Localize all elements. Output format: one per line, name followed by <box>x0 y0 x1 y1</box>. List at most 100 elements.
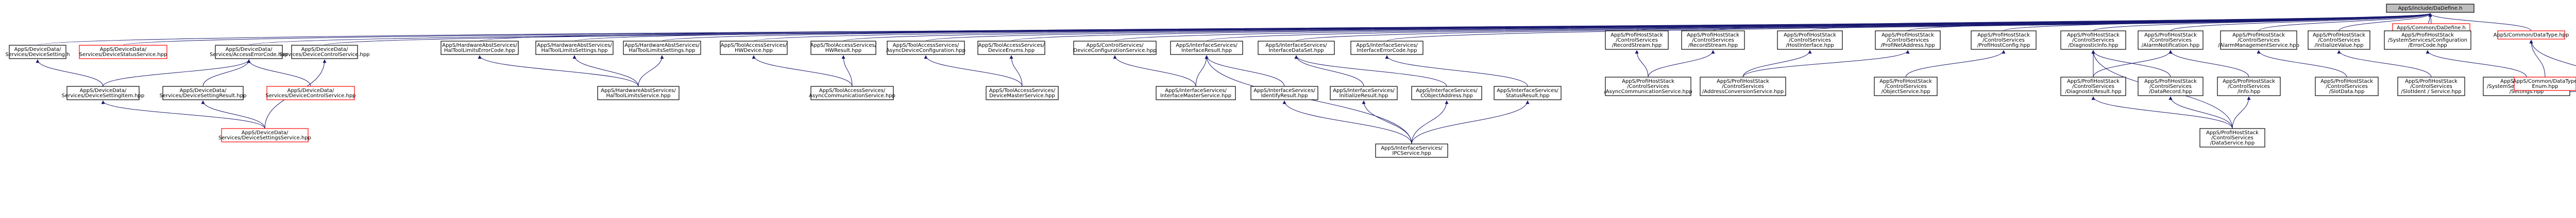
file-node[interactable]: AppS/ProfiHostStack/ControlServices/Slot… <box>2315 77 2379 96</box>
include-edge-group <box>2338 13 2432 31</box>
file-node-label: InterfaceErrorCode.hpp <box>1357 48 1417 53</box>
file-node[interactable]: AppS/InterfaceServices/IdentifyResult.hp… <box>1250 86 1318 100</box>
file-node-label: InterfaceDataSet.hpp <box>1268 48 1324 53</box>
file-node[interactable]: AppS/ProfiHostStack/ControlServices/Data… <box>2199 128 2265 148</box>
include-edge-group <box>2168 96 2233 129</box>
file-node[interactable]: AppS/ProfiHostStack/ControlServices/Obje… <box>1874 77 1938 96</box>
file-node[interactable]: AppS/ProfiHostStack/ControlServices/Asyn… <box>1604 77 1692 96</box>
file-node-box <box>2497 30 2565 40</box>
root-file-node: AppS/include/DaDefine.h <box>2386 4 2475 13</box>
file-node[interactable]: AppS/InterfaceServices/InitializeResult.… <box>1330 86 1398 100</box>
file-node-label: AppS/ProfiHostStack <box>2144 79 2197 84</box>
nodes-layer: AppS/include/DaDefine.hAppS/Common/DaDef… <box>5 4 2576 158</box>
file-node[interactable]: AppS/ProfiHostStack/ControlServices/Alar… <box>2138 30 2204 50</box>
file-node[interactable]: AppS/ProfiHostStack/ControlServices/Addr… <box>1700 77 1786 96</box>
file-node-box <box>1971 30 2037 50</box>
file-node-label: AppS/ToolAccessServices/ <box>819 88 886 94</box>
file-node-label: AppS/InterfaceServices/ <box>1265 43 1327 48</box>
file-node-label: InterfaceResult.hpp <box>1181 48 1232 53</box>
file-node[interactable]: AppS/ControlServices/DeviceConfiguration… <box>1073 41 1157 55</box>
file-node[interactable]: AppS/Common/DaDefine.h <box>2392 23 2470 32</box>
file-node[interactable]: AppS/HardwareAbstServices/HalToolLimitsE… <box>440 41 519 55</box>
file-node[interactable]: AppS/InterfaceServices/InterfaceMasterSe… <box>1156 86 1236 100</box>
file-node-label: AppS/ProfiHostStack <box>1882 32 1934 38</box>
file-node[interactable]: AppS/ToolAccessServices/HWDevice.hpp <box>720 41 788 55</box>
file-node[interactable]: AppS/HardwareAbstServices/HalToolLimitsS… <box>535 41 614 55</box>
file-node-label: /ControlServices <box>2228 84 2270 89</box>
file-node-label: AppS/ToolAccessServices/ <box>978 43 1045 48</box>
file-node-box <box>2397 77 2465 96</box>
include-edge-group <box>36 59 104 87</box>
include-edge-group <box>1905 50 2006 78</box>
file-node[interactable]: AppS/ProfiHostStack/ControlServices/Diag… <box>2060 77 2126 96</box>
file-node-label: /ControlServices <box>1627 84 1669 89</box>
file-node[interactable]: AppS/DeviceData/Services/DeviceControlSe… <box>279 45 370 59</box>
file-node[interactable]: AppS/DeviceData/Services/AccessErrorCode… <box>210 45 288 59</box>
file-node[interactable]: AppS/ProfiHostStack/ControlServices/Host… <box>1777 30 1843 50</box>
file-node[interactable]: AppS/ProfiHostStack/SystemServices/Confi… <box>2384 30 2471 50</box>
file-node-box <box>1875 30 1941 50</box>
file-node[interactable]: AppS/ProfiHostStack/ControlServices/Init… <box>2308 30 2370 50</box>
file-node[interactable]: AppS/DeviceData/Services/DeviceSettingsS… <box>218 128 311 142</box>
file-node-label: AppS/DeviceData/ <box>180 88 227 94</box>
file-node[interactable]: AppS/InterfaceServices/CObjectAddress.hp… <box>1411 86 1482 100</box>
include-edge <box>1205 55 1285 87</box>
include-edge <box>36 59 104 87</box>
file-node-box <box>1375 143 1448 158</box>
file-node-label: /ControlServices <box>2238 38 2280 43</box>
file-node[interactable]: AppS/ProfiHostStack/ControlServices/Prof… <box>1875 30 1941 50</box>
file-node[interactable]: AppS/InterfaceServices/InterfaceErrorCod… <box>1350 41 1423 55</box>
include-edge-group <box>2529 40 2546 78</box>
file-node[interactable]: AppS/ProfiHostStack/ControlServices/Info… <box>2217 77 2281 96</box>
file-node[interactable]: AppS/ProfiHostStack/ControlServices/Alar… <box>2218 30 2299 50</box>
file-node[interactable]: AppS/ProfiHostStack/ControlServices/Diag… <box>2060 30 2126 50</box>
include-edge-group <box>1411 100 1449 144</box>
file-node-label: AppS/ToolAccessServices/ <box>989 88 1056 94</box>
file-node-label: AppS/DeviceData/ <box>242 130 289 136</box>
file-node[interactable]: AppS/InterfaceServices/StatusResult.hpp <box>1494 86 1562 100</box>
file-node[interactable]: AppS/DeviceData/Services/DeviceStatusSer… <box>79 45 167 59</box>
include-edge <box>2428 13 2532 31</box>
file-node-label: /ObjectService.hpp <box>1881 89 1930 95</box>
file-node-label: /Info.hpp <box>2238 89 2260 95</box>
file-node-label: AppS/InterfaceServices/ <box>1253 88 1315 94</box>
file-node-label: /ControlServices <box>2072 84 2114 89</box>
file-node-label: /ProfiNetAddress.hpp <box>1880 43 1935 48</box>
file-node-label: AppS/HardwareAbstServices/ <box>624 43 700 48</box>
include-edge <box>638 55 664 87</box>
file-node-label: AppS/ToolAccessServices/ <box>721 43 787 48</box>
file-node[interactable]: AppS/ToolAccessServices/DeviceEnums.hpp <box>977 41 1045 55</box>
file-node[interactable]: AppS/InterfaceServices/IPCService.hpp <box>1375 143 1448 158</box>
file-node[interactable]: AppS/InterfaceServices/InterfaceResult.h… <box>1170 41 1243 55</box>
file-node-label: Services/DeviceSettingResult.hpp <box>160 93 247 99</box>
file-node-label: Services/DeviceControlService.hpp <box>279 52 369 58</box>
file-node[interactable]: AppS/ProfiHostStack/ControlServices/Reco… <box>1605 30 1669 50</box>
file-node[interactable]: AppS/ProfiHostStack/ControlServices/Reco… <box>1681 30 1745 50</box>
file-node[interactable]: AppS/ProfiHostStack/ControlServices/Data… <box>2138 77 2204 96</box>
include-edge <box>572 55 639 87</box>
file-node[interactable]: AppS/DeviceData/Services/DeviceSetting.h <box>5 45 70 59</box>
file-node[interactable]: AppS/DeviceData/Services/DeviceSettingIt… <box>62 86 145 100</box>
file-node[interactable]: AppS/ToolAccessServices/AsyncDeviceConfi… <box>886 41 965 55</box>
include-edge-group <box>2232 96 2251 129</box>
include-edge <box>2426 50 2527 78</box>
include-edge-group <box>752 55 853 87</box>
file-node[interactable]: AppS/Common/DataType.hpp <box>2494 30 2569 40</box>
file-node-label: AppS/InterfaceServices/ <box>1333 88 1395 94</box>
file-node[interactable]: AppS/DeviceData/Services/DeviceSettingRe… <box>160 86 247 100</box>
include-edge-group <box>247 59 311 87</box>
file-node[interactable]: AppS/ProfiHostStack/ControlServices/Slot… <box>2397 77 2465 96</box>
file-node[interactable]: AppS/ProfiHostStack/ControlServices/Prof… <box>1971 30 2037 50</box>
file-node[interactable]: AppS/DeviceData/Services/DeviceControlSe… <box>265 86 356 100</box>
file-node[interactable]: AppS/HardwareAbstServices/HalToolLimitsS… <box>623 41 701 55</box>
file-node[interactable]: AppS/ToolAccessServices/DeviceMasterServ… <box>986 86 1059 100</box>
file-node[interactable]: AppS/HardwareAbstServices/HalToolLimitsS… <box>597 86 680 100</box>
file-node-label: /ControlServices <box>2149 84 2192 89</box>
file-node[interactable]: AppS/ToolAccessServices/HWResult.hpp <box>810 41 877 55</box>
file-node[interactable]: AppS/InterfaceServices/InterfaceDataSet.… <box>1258 41 1335 55</box>
file-node[interactable]: AppS/ToolAccessServices/AsyncCommunicati… <box>809 86 895 100</box>
file-node-label: AppS/DeviceData/ <box>301 47 348 52</box>
file-node-box <box>162 86 244 100</box>
file-node-label: /DataRecord.hpp <box>2149 89 2192 95</box>
